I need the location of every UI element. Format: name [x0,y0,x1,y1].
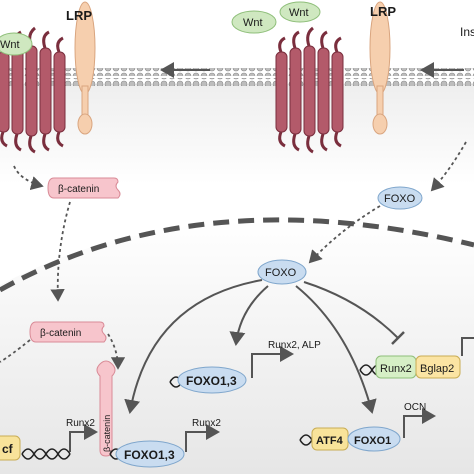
nuclear-envelope [0,217,474,293]
inhibition-bar [391,331,405,345]
ocn-label: OCN [404,402,426,413]
wnt-label-left: Wnt [0,39,20,51]
lrp-label-left: LRP [66,8,92,23]
promoter-arrow-right [461,337,474,356]
lrp-label-right: LRP [370,4,396,19]
arrow-foxo-to-foxo13-b [124,279,263,414]
beta-catenin-label-nuc: β-catenin [40,328,81,339]
frizzled-receptor-right [275,26,344,154]
promoter-arrow-ocn [403,408,436,438]
promoter-arrow-left [69,424,98,452]
wnt-ligand-b [279,1,321,23]
foxo13-label-a: FOXO1,3 [186,374,237,388]
foxo-cytoplasm [377,186,423,210]
foxo1-factor [347,426,401,452]
nucleus-region [0,220,474,474]
runx2-alp-label: Runx2, ALP [268,340,321,351]
runx2-label-a: Runx2 [66,418,95,429]
promoter-arrow-center [185,424,220,452]
tcf-factor [0,435,21,461]
foxo-label-cyto: FOXO [384,193,416,205]
wnt-ligand-left [0,32,33,56]
inhibition-foxo-runx2 [303,281,399,339]
insulin-label: Ins [460,25,474,39]
promoter-arrow-upper [251,346,294,378]
bglap2-box [415,355,461,379]
foxo13-upper [177,366,247,394]
arrow-beta-catenin-to-foxo13 [107,333,126,370]
wnt-ligand-a [231,10,277,34]
wnt-label-a: Wnt [243,17,263,29]
cell-membrane [0,68,474,86]
foxo-label-nuc: FOXO [265,267,297,279]
arrow-insulin-to-foxo [430,141,467,192]
atf4-label: ATF4 [316,435,344,447]
arrow-to-beta-catenin [13,165,44,191]
wnt-label-b: Wnt [289,7,309,19]
runx2-box-label: Runx2 [380,363,412,375]
arrow-foxo-to-foxo1 [295,285,377,414]
foxo-nucleus [257,259,307,285]
cytoplasm-shade [0,84,474,184]
beta-catenin-nucleus [29,321,107,343]
foxo1-label: FOXO1 [354,435,391,447]
tcf-label: cf [2,442,14,456]
dna-strand-left [21,448,71,460]
beta-catenin-label-vertical: β-catenin [102,415,112,452]
bglap2-label: Bglap2 [420,363,454,375]
lrp-receptor-left [74,1,96,135]
arrow-foxo-to-foxo13-a [229,285,269,346]
lrp-receptor-right [369,1,391,135]
beta-catenin-label-cyto: β-catenin [58,184,99,195]
arrow-beta-catenin-nuclear-entry [50,201,71,302]
runx2-label-b: Runx2 [192,418,221,429]
beta-catenin-cytoplasm [47,177,121,199]
foxo13-center [115,440,185,468]
foxo13-label-b: FOXO1,3 [124,448,175,462]
beta-catenin-complex [96,360,116,457]
